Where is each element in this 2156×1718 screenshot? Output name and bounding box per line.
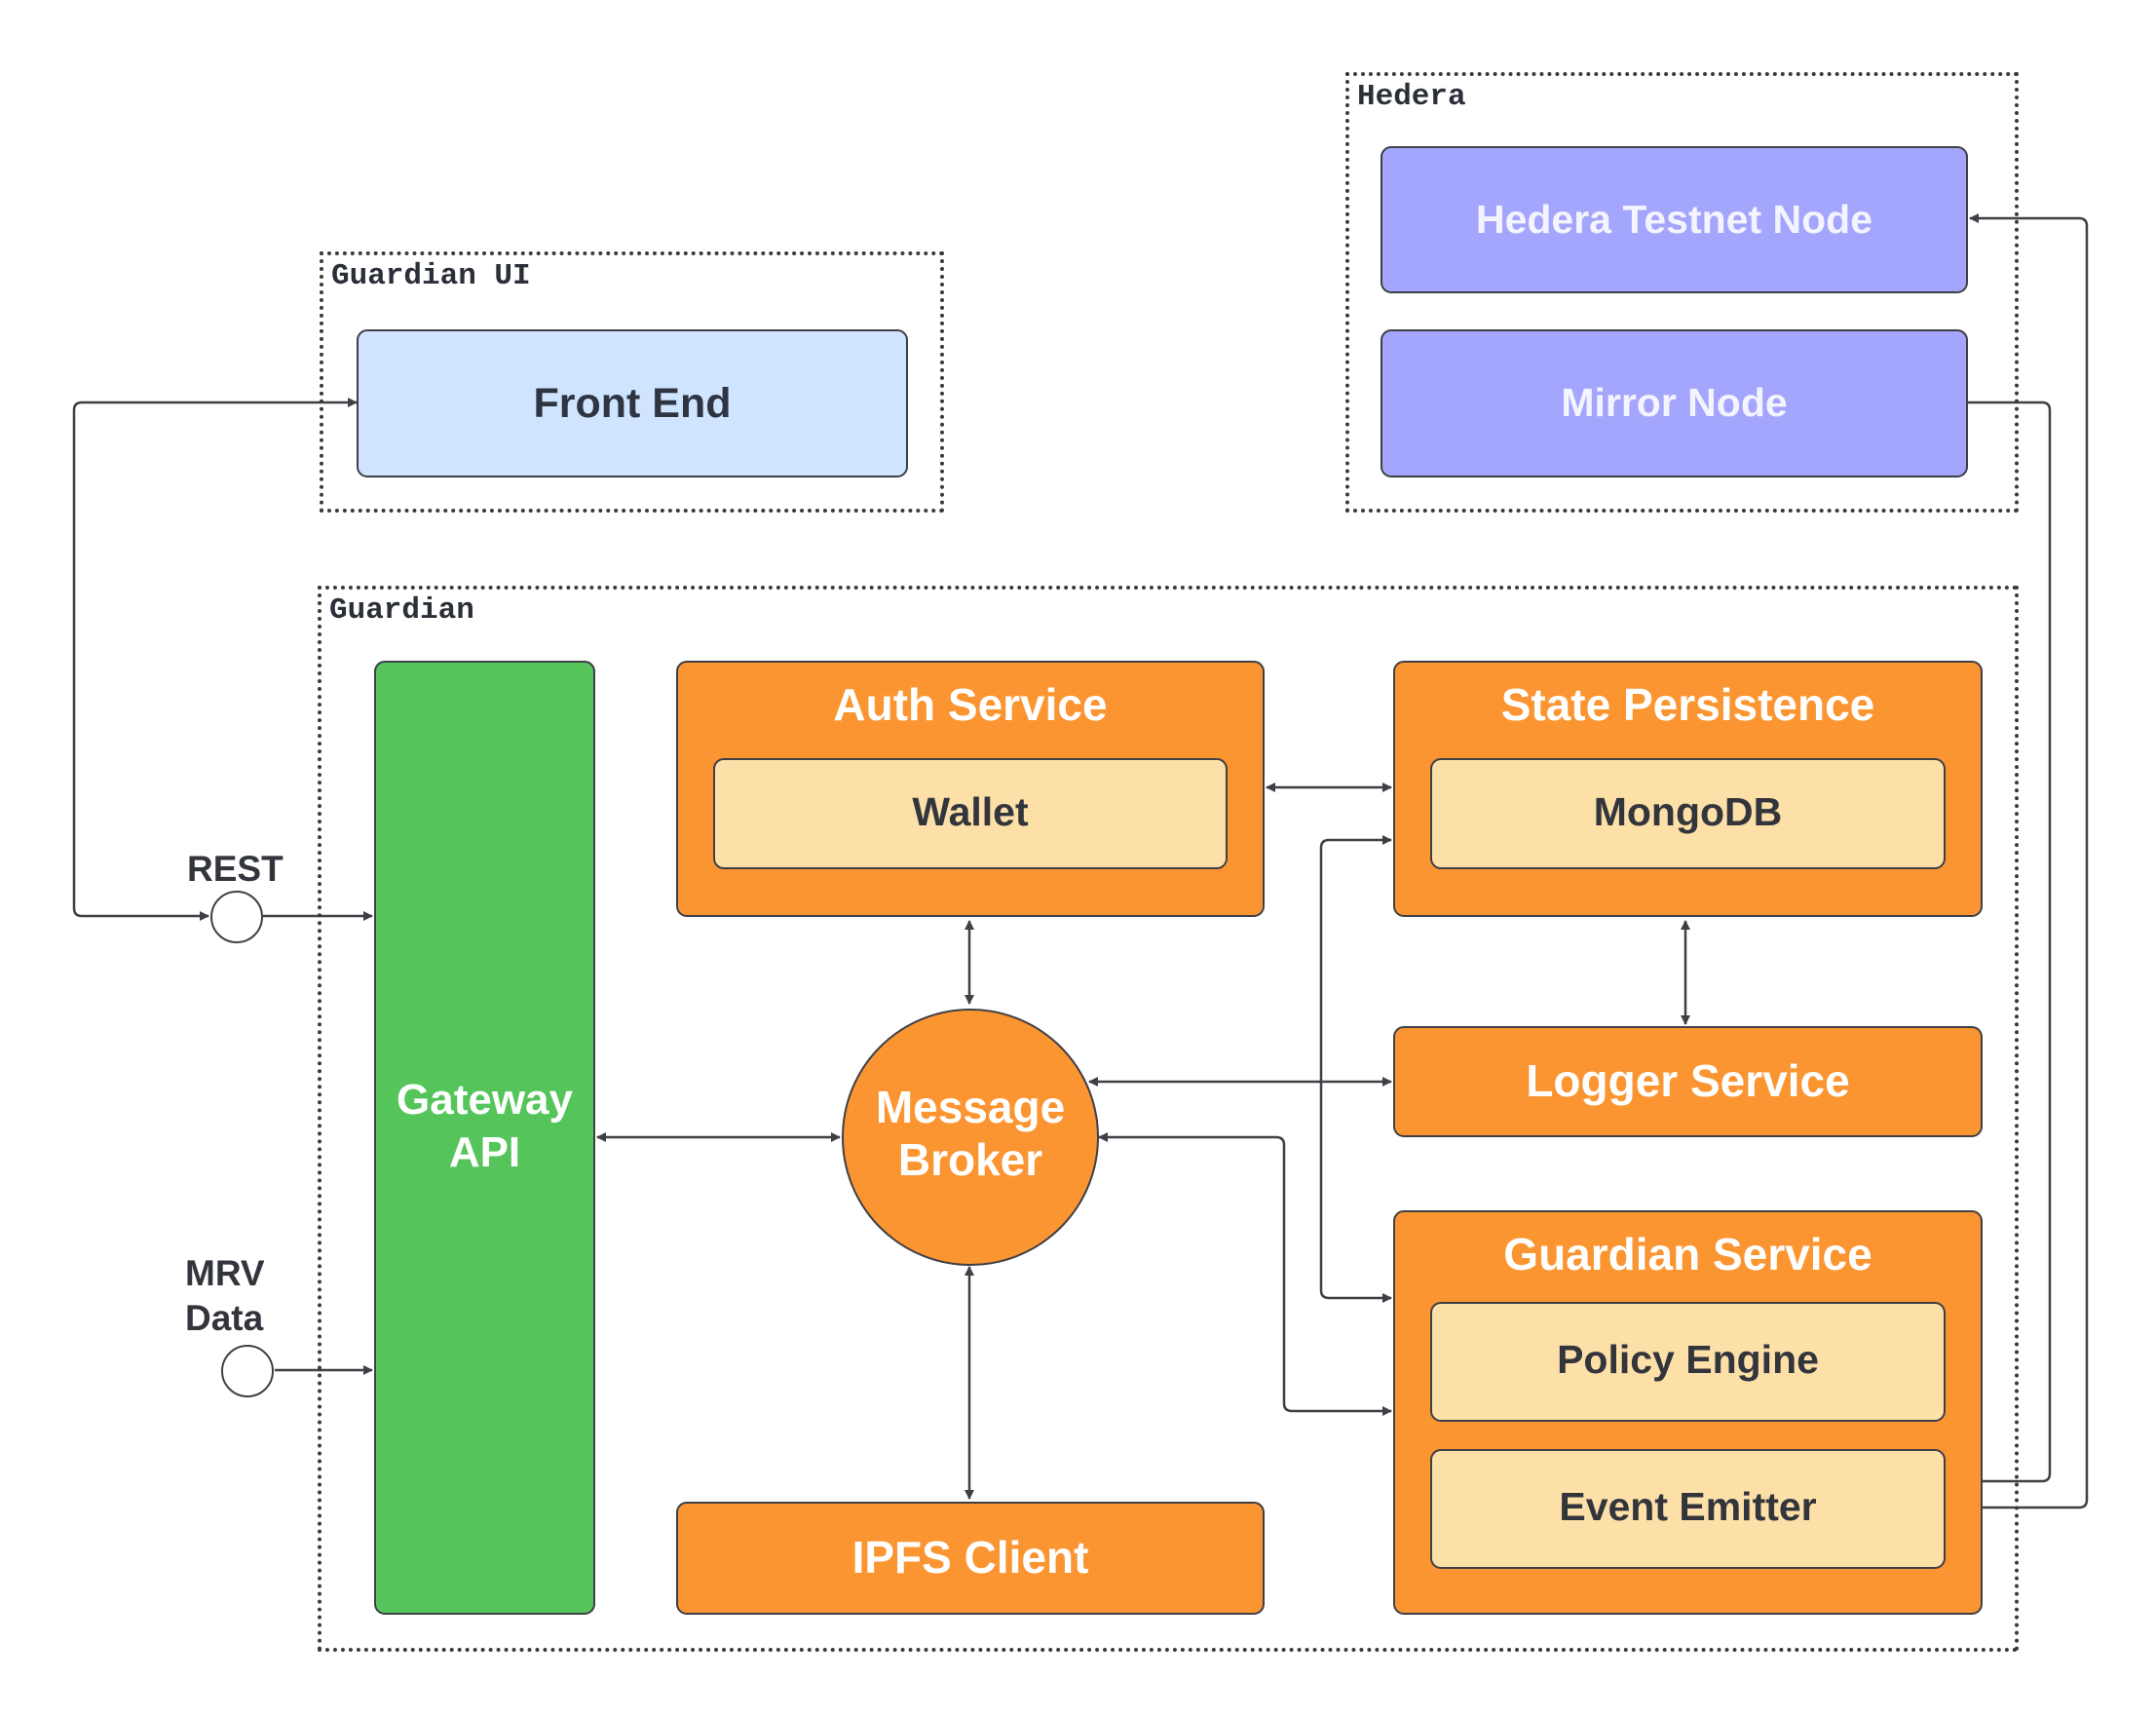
ipfs-client-node[interactable]: IPFS Client: [676, 1502, 1265, 1615]
mrv-data-label-line2: Data: [185, 1298, 264, 1338]
wallet-node[interactable]: Wallet: [713, 758, 1228, 869]
logger-service-node[interactable]: Logger Service: [1393, 1026, 1983, 1137]
message-broker-node[interactable]: Message Broker: [842, 1009, 1099, 1266]
mirror-node-label: Mirror Node: [1561, 380, 1788, 425]
connector-frontend-rest: [72, 398, 358, 921]
policy-engine-node[interactable]: Policy Engine: [1430, 1302, 1946, 1422]
logger-service-label: Logger Service: [1526, 1055, 1850, 1106]
hedera-testnet-node-label: Hedera Testnet Node: [1475, 197, 1873, 242]
connector-emitter-testnet: [1945, 213, 2089, 1509]
wallet-label: Wallet: [912, 789, 1029, 834]
message-broker-label-line2: Broker: [897, 1134, 1043, 1185]
auth-service-label: Auth Service: [833, 679, 1108, 730]
mongodb-node[interactable]: MongoDB: [1430, 758, 1946, 869]
event-emitter-label: Event Emitter: [1559, 1484, 1817, 1529]
connector-broker-guardian: [1098, 1132, 1392, 1416]
front-end-node[interactable]: Front End: [357, 329, 908, 477]
mirror-node[interactable]: Mirror Node: [1381, 329, 1968, 477]
guardian-service-label: Guardian Service: [1503, 1229, 1872, 1279]
guardian-group: Guardian: [318, 586, 2019, 1652]
gateway-api-node[interactable]: Gateway API: [374, 661, 595, 1615]
rest-endpoint-circle[interactable]: [210, 891, 263, 943]
ipfs-client-label: IPFS Client: [851, 1532, 1089, 1583]
front-end-label: Front End: [533, 380, 732, 427]
policy-engine-label: Policy Engine: [1557, 1337, 1819, 1382]
hedera-testnet-node[interactable]: Hedera Testnet Node: [1381, 146, 1968, 293]
mongodb-label: MongoDB: [1593, 789, 1783, 834]
mrv-data-label-line1: MRV: [185, 1253, 265, 1293]
connector-mirror-emitter: [1944, 401, 2052, 1486]
message-broker-label-line1: Message: [875, 1082, 1066, 1132]
hedera-group-label: Hedera: [1357, 80, 1466, 114]
rest-label: REST: [187, 849, 284, 889]
guardian-ui-group: Guardian UI: [320, 251, 944, 513]
state-persistence-label: State Persistence: [1500, 679, 1875, 730]
gateway-api-label-line1: Gateway: [397, 1076, 573, 1124]
guardian-group-label: Guardian: [329, 593, 474, 628]
hedera-group: Hedera: [1345, 72, 2019, 513]
event-emitter-node[interactable]: Event Emitter: [1430, 1449, 1946, 1569]
mrv-data-endpoint-circle[interactable]: [221, 1345, 274, 1397]
guardian-ui-group-label: Guardian UI: [331, 259, 531, 293]
gateway-api-label-line2: API: [448, 1128, 521, 1176]
